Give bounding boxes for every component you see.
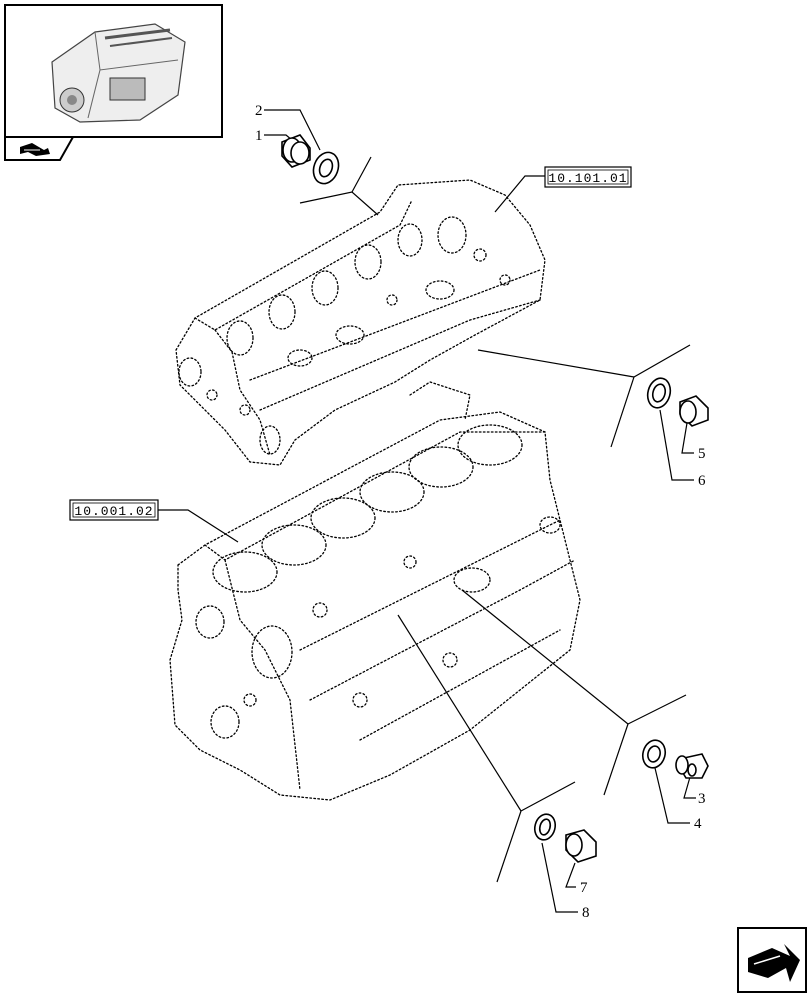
washer-part-6[interactable] — [644, 376, 673, 411]
next-page-button[interactable] — [737, 927, 807, 993]
callout-1: 1 — [255, 128, 263, 144]
previous-page-icon — [20, 143, 50, 156]
leader-lines — [158, 109, 696, 913]
plug-part-5[interactable] — [679, 395, 709, 427]
ref-crankcase-text: 10.001.02 — [74, 504, 153, 519]
callout-5: 5 — [698, 446, 706, 462]
engine-thumbnail-icon — [51, 23, 186, 123]
washer-part-8[interactable] — [532, 812, 558, 842]
plug-part-3[interactable] — [675, 753, 709, 779]
washer-part-4[interactable] — [640, 738, 668, 771]
callout-2: 2 — [255, 103, 263, 119]
head-ports — [178, 216, 511, 455]
plug-part-7[interactable] — [565, 829, 597, 863]
callout-7: 7 — [580, 880, 588, 896]
callout-4: 4 — [694, 816, 702, 832]
engine-thumbnail[interactable] — [4, 4, 223, 138]
ref-cylinder-head[interactable]: 10.101.01 — [544, 166, 632, 188]
view-tab[interactable] — [4, 136, 75, 161]
washer-part-2[interactable] — [309, 149, 342, 187]
crankcase — [169, 381, 581, 801]
cylinder-head — [175, 179, 546, 466]
plug-part-1[interactable] — [281, 134, 311, 168]
next-page-arrow-icon — [748, 944, 800, 982]
callout-8: 8 — [582, 905, 590, 921]
ref-cylinder-head-text: 10.101.01 — [548, 171, 627, 186]
cylinder-bores — [195, 424, 561, 739]
ref-crankcase[interactable]: 10.001.02 — [69, 499, 159, 521]
callout-3: 3 — [698, 791, 706, 807]
callout-6: 6 — [698, 473, 706, 489]
